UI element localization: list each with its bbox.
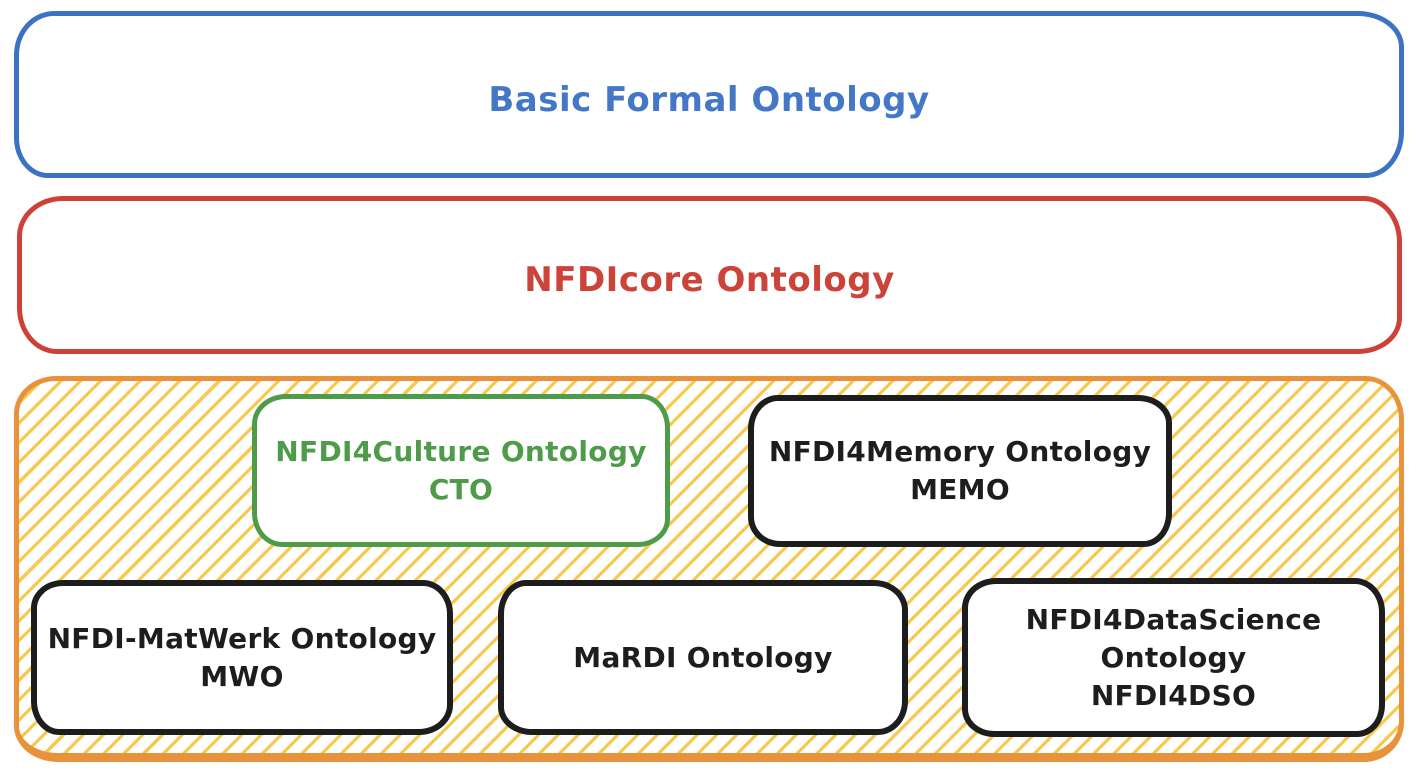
box-nfdi-matwerk-ontology-acronym: MWO — [200, 659, 284, 693]
box-nfdi4datascience-ontology-name2: Ontology — [1100, 640, 1247, 674]
box-nfdi4datascience-ontology-name: NFDI4DataScience — [1025, 602, 1322, 636]
box-nfdi4datascience-ontology-acronym: NFDI4DSO — [1090, 678, 1257, 712]
box-nfdi4culture-ontology-name: NFDI4Culture Ontology — [275, 434, 647, 468]
layer-basic-formal-ontology: Basic Formal Ontology — [14, 11, 1404, 178]
box-nfdi-matwerk-ontology-name: NFDI-MatWerk Ontology — [47, 621, 437, 655]
box-nfdi4datascience-ontology: NFDI4DataScience Ontology NFDI4DSO — [962, 578, 1385, 737]
box-nfdi4memory-ontology-name: NFDI4Memory Ontology — [768, 435, 1152, 468]
box-nfdi-matwerk-ontology: NFDI-MatWerk Ontology MWO — [31, 580, 453, 735]
layer-consortia-ontologies: NFDI4Culture Ontology CTO NFDI4Memory On… — [14, 376, 1404, 762]
layer-nfdicore-ontology: NFDIcore Ontology — [17, 196, 1402, 354]
box-nfdi4culture-ontology: NFDI4Culture Ontology CTO — [252, 394, 670, 547]
box-nfdi4memory-ontology-acronym: MEMO — [910, 473, 1010, 506]
box-nfdi4culture-ontology-acronym: CTO — [428, 472, 494, 506]
box-nfdi4memory-ontology: NFDI4Memory Ontology MEMO — [748, 395, 1172, 547]
box-mardi-ontology-name: MaRDI Ontology — [573, 640, 833, 674]
layer-basic-formal-ontology-label: Basic Formal Ontology — [488, 79, 930, 120]
layer-nfdicore-ontology-label: NFDIcore Ontology — [524, 260, 895, 300]
box-mardi-ontology: MaRDI Ontology — [498, 580, 908, 735]
